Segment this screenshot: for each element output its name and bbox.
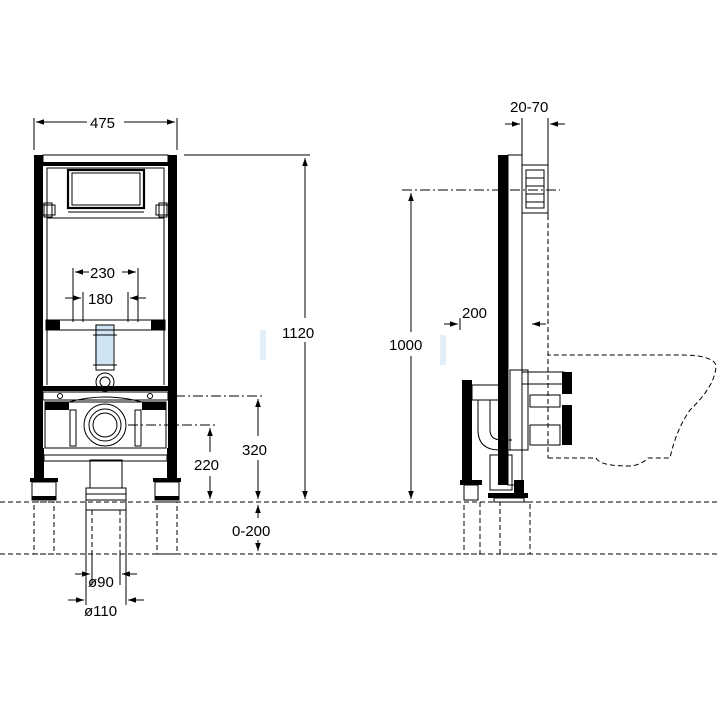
dim-flush-inner: 180 <box>65 291 146 322</box>
frame-width-label: 475 <box>90 115 115 132</box>
supply-height-label: 220 <box>194 457 219 474</box>
wall-gap-label: 20-70 <box>510 99 548 116</box>
dim-floor-range: 0-200 <box>232 505 270 551</box>
dim-drain-height: 320 <box>175 395 267 499</box>
front-frame <box>30 154 181 555</box>
dim-supply-height: 220 <box>128 424 219 499</box>
dim-flush-outer: 230 <box>72 265 139 322</box>
flush-inner-label: 180 <box>88 291 113 308</box>
dim-frame-height: 1120 <box>184 154 314 499</box>
dim-pipe-large: ø110 <box>68 510 144 620</box>
side-frame <box>460 154 717 555</box>
drain-height-label: 320 <box>242 442 267 459</box>
dim-bracket-depth: 200 <box>444 305 546 330</box>
bracket-depth-label: 200 <box>462 305 487 322</box>
dim-frame-width: 475 <box>33 115 178 150</box>
floor-range-label: 0-200 <box>232 523 270 540</box>
dim-bowl-height: 1000 <box>389 189 560 499</box>
frame-height-label: 1120 <box>282 325 314 342</box>
flush-outer-label: 230 <box>90 265 115 282</box>
bowl-height-label: 1000 <box>389 337 422 354</box>
dim-wall-gap: 20-70 <box>505 99 565 215</box>
pipe-large-label: ø110 <box>84 603 117 620</box>
dim-pipe-small: ø90 <box>75 554 137 591</box>
pipe-small-label: ø90 <box>88 574 114 591</box>
